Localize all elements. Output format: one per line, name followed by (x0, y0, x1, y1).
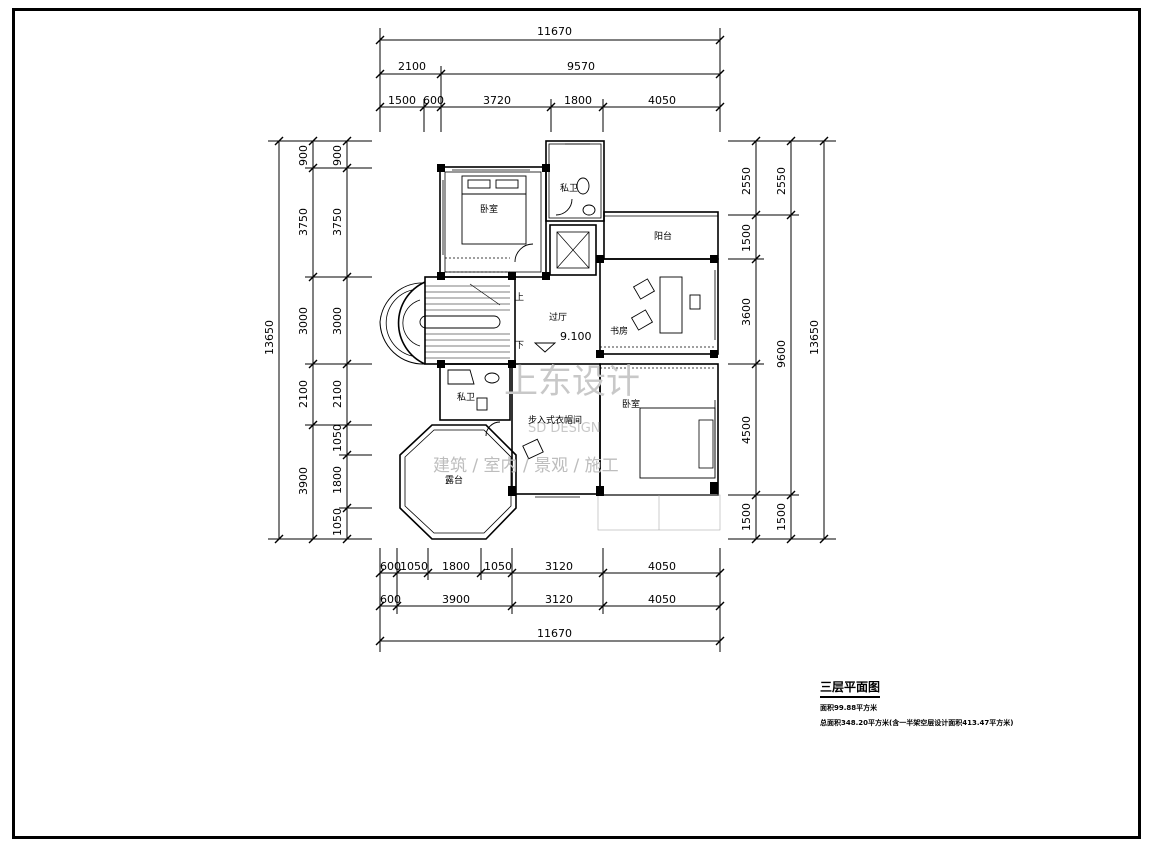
watermark-sub: SD DESIGN (528, 421, 601, 436)
dim-left-o-1: 3750 (297, 208, 310, 236)
dim-left-i-6: 1050 (331, 508, 344, 536)
dim-right-total: 13650 (808, 320, 821, 355)
dim-bot-r1-3: 1050 (484, 560, 512, 573)
dim-bot-r2-1: 3900 (442, 593, 470, 606)
legend-title: 三层平面图 (820, 678, 881, 698)
watermark-services: 建筑 / 室内 / 景观 / 施工 (433, 456, 619, 476)
dim-right-i-1: 1500 (740, 224, 753, 252)
drawing-frame (12, 8, 1141, 839)
dim-top-r3-2: 3720 (483, 94, 511, 107)
legend-area: 面积99.88平方米 (820, 704, 878, 712)
dim-right-m-1: 9600 (775, 340, 788, 368)
stair-up-label: 上 (515, 292, 524, 303)
dim-left-o-4: 3900 (297, 467, 310, 495)
watermark-main: 上东设计 (504, 362, 640, 402)
dim-bot-r1-1: 1050 (400, 560, 428, 573)
dim-top-r3-1: 600 (423, 94, 444, 107)
dim-left-i-1: 3750 (331, 208, 344, 236)
dim-left-total: 13650 (263, 320, 276, 355)
dim-top-r3-4: 4050 (648, 94, 676, 107)
room-balcony: 阳台 (654, 230, 672, 242)
dim-top-r2-1: 9570 (567, 60, 595, 73)
dim-right-i-2: 3600 (740, 298, 753, 326)
elevation-marker (533, 342, 557, 353)
room-study: 书房 (610, 325, 628, 337)
columns (437, 164, 718, 496)
dim-right-i-3: 4500 (740, 416, 753, 444)
dim-bot-r1-4: 3120 (545, 560, 573, 573)
dim-left-i-4: 1050 (331, 424, 344, 452)
dim-bot-r2-3: 4050 (648, 593, 676, 606)
dim-bot-total: 11670 (537, 627, 572, 640)
dim-top-r2-0: 2100 (398, 60, 426, 73)
legend-total-area: 总面积348.20平方米(含一半架空层设计面积413.47平方米) (820, 719, 1014, 727)
dim-right-i-0: 2550 (740, 167, 753, 195)
dim-right-i-4: 1500 (740, 503, 753, 531)
room-master-bedroom: 卧室 (480, 203, 498, 215)
dim-top-r3-3: 1800 (564, 94, 592, 107)
dim-left-i-5: 1800 (331, 466, 344, 494)
dim-bot-r1-2: 1800 (442, 560, 470, 573)
dim-left-o-0: 900 (297, 145, 310, 166)
dim-left-o-2: 3000 (297, 307, 310, 335)
dim-left-i-2: 3000 (331, 307, 344, 335)
dim-left-i-3: 2100 (331, 380, 344, 408)
dim-right-m-2: 1500 (775, 503, 788, 531)
elevation-label: 9.100 (560, 330, 592, 343)
stair-down-label: 下 (515, 341, 524, 351)
dim-bot-r1-0: 600 (380, 560, 401, 573)
dim-left-o-3: 2100 (297, 380, 310, 408)
room-terrace: 露台 (445, 474, 463, 486)
dim-bot-r2-2: 3120 (545, 593, 573, 606)
dim-bot-r1-5: 4050 (648, 560, 676, 573)
room-private-bath-bottom: 私卫 (457, 392, 475, 403)
dim-top-r3-0: 1500 (388, 94, 416, 107)
dim-right-m-0: 2550 (775, 167, 788, 195)
drawing-legend: 三层平面图 面积99.88平方米 总面积348.20平方米(含一半架空层设计面积… (820, 676, 1013, 728)
room-private-bath-top: 私卫 (560, 183, 578, 194)
room-walk-in-closet: 步入式衣帽间 (528, 414, 582, 426)
stair-treads (425, 283, 510, 359)
room-bedroom: 卧室 (622, 398, 640, 410)
windows (439, 140, 719, 498)
dim-top-total: 11670 (537, 25, 572, 38)
dim-left-i-0: 900 (331, 145, 344, 166)
room-hall: 过厅 (549, 311, 567, 323)
furniture (447, 175, 701, 460)
dim-bot-r2-0: 600 (380, 593, 401, 606)
